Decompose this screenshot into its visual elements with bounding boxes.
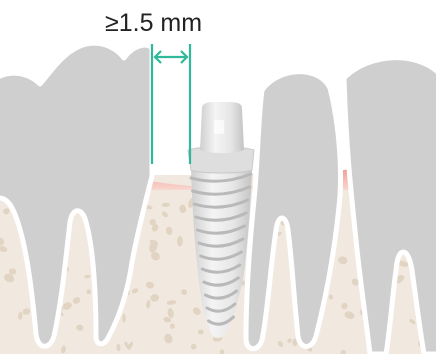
spacing-indicator: [152, 44, 190, 164]
distance-label: ≥1.5 mm: [105, 6, 235, 40]
bone-pore: [162, 203, 170, 207]
